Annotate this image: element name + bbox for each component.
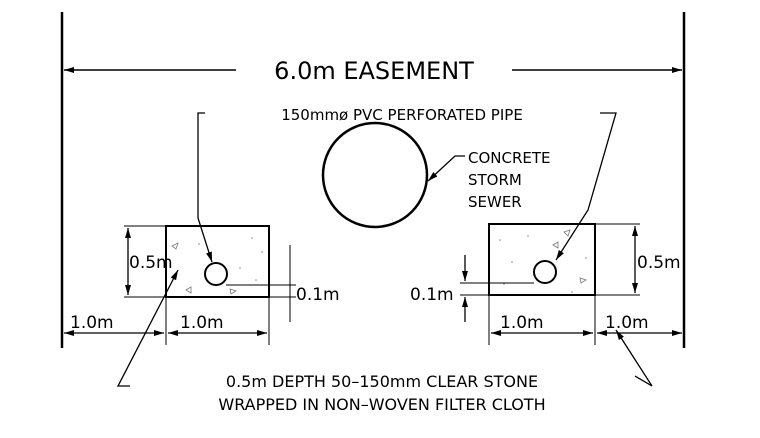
stone-leader-left (116, 269, 179, 387)
left-pipe-offset-label: 0.1m (296, 285, 340, 305)
right-depth-dimension (595, 223, 640, 296)
easement-label: 6.0m EASEMENT (274, 57, 474, 85)
stone-note-line1: 0.5m DEPTH 50–150mm CLEAR STONE (226, 372, 538, 391)
sewer-label-line1: CONCRETE (468, 149, 551, 167)
right-depth-label: 0.5m (637, 253, 681, 273)
right-setback-label: 1.0m (605, 313, 649, 333)
left-pipe-offset-dimension (226, 245, 296, 322)
right-pipe-offset-dimension (460, 255, 534, 322)
pipe-label: 150mmø PVC PERFORATED PIPE (281, 106, 523, 124)
right-trench (488, 223, 596, 296)
right-trench-width-label: 1.0m (500, 313, 544, 333)
sewer-leader (427, 155, 465, 182)
left-depth-dimension (124, 225, 166, 298)
left-trench-width-label: 1.0m (180, 313, 224, 333)
left-trench (165, 225, 270, 298)
pipe-leader-left (197, 112, 213, 263)
sewer-label-line2: STORM (468, 171, 522, 189)
concrete-storm-sewer (321, 121, 429, 229)
right-pipe-offset-label: 0.1m (410, 285, 454, 305)
bottom-dimensions (64, 295, 682, 345)
left-setback-label: 1.0m (70, 313, 114, 333)
sewer-label-line3: SEWER (468, 193, 522, 211)
left-depth-label: 0.5m (129, 253, 173, 273)
stone-note-line2: WRAPPED IN NON–WOVEN FILTER CLOTH (218, 395, 545, 414)
pipe-leader-right (555, 112, 617, 261)
stone-leader-right (615, 329, 653, 387)
